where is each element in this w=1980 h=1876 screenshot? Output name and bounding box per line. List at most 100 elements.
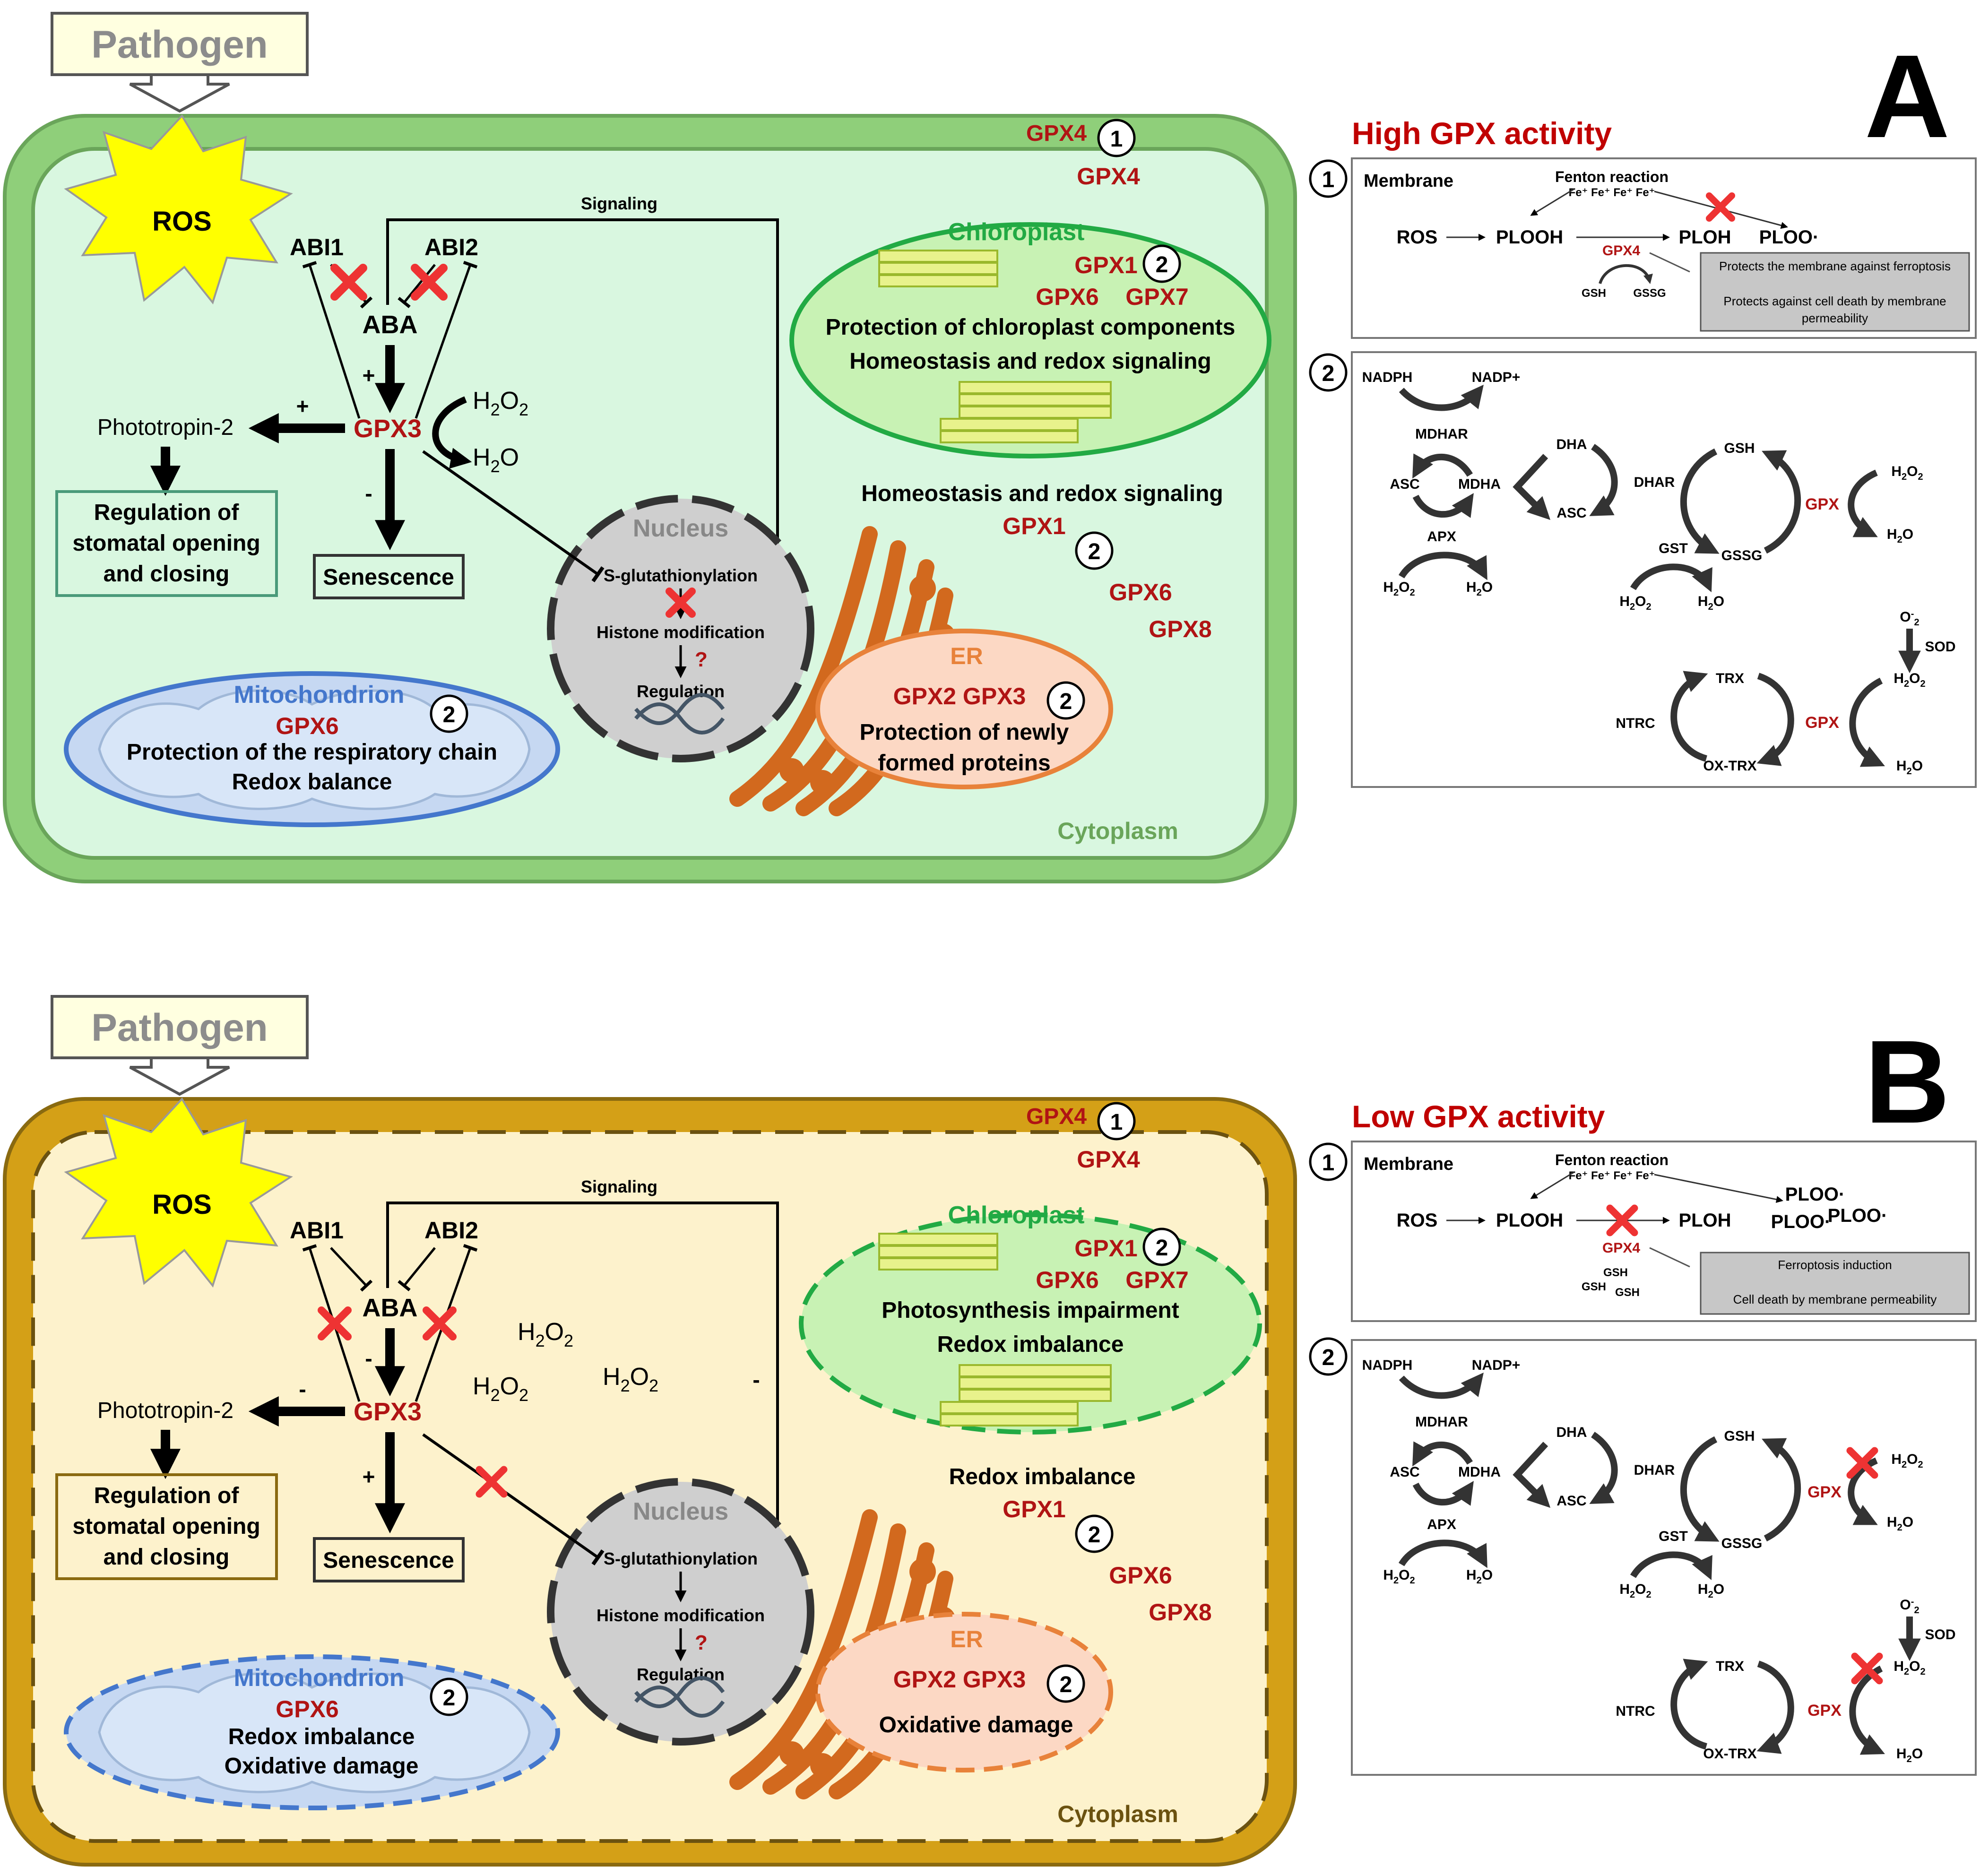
gpx4-box-pointer-b [1649, 1247, 1690, 1268]
circle-2-b-label: 2 [1322, 1345, 1335, 1370]
cycle-nadp: NADP+ [1472, 370, 1521, 385]
ploo-label-a: PLOO· [1759, 227, 1819, 248]
cycle-gst: GST [1659, 541, 1688, 556]
gsh-gssg-arrow-a [1599, 264, 1653, 285]
cycle-nadp: NADP+ [1472, 1357, 1521, 1373]
circle-2-a-label: 2 [1060, 689, 1072, 714]
cycle-h2o2: H2O2 [1383, 1567, 1415, 1586]
cross-icon [411, 264, 448, 301]
circle-2-a-label: 2 [1088, 539, 1101, 564]
cycle-arrow [1513, 1442, 1551, 1508]
cytoplasm-label-a: Cytoplasm [1057, 818, 1178, 844]
circle-2-b [1075, 1514, 1114, 1553]
stomata-box-b [55, 1473, 278, 1580]
senescence-box-a [313, 554, 465, 599]
h2o2-label-a: H2O2 [473, 387, 528, 419]
cycle-trx: TRX [1716, 1659, 1744, 1674]
circle-1-a-label: 1 [1110, 127, 1123, 152]
cycle-apx: APX [1427, 1517, 1456, 1532]
abi1-label-a: ABI1 [290, 234, 344, 260]
cycle-arrow [1849, 1665, 1885, 1755]
question-a: ? [695, 648, 708, 671]
er-line-a: Protection of newly [860, 720, 1069, 745]
golgi-vesicles-b [779, 1558, 955, 1778]
chloro-gpx7-a: GPX7 [1125, 284, 1188, 310]
chloro-gpx1-b: GPX1 [1074, 1235, 1137, 1262]
h2o-label-a: H2O [473, 444, 519, 476]
ros-label-b: ROS [152, 1189, 212, 1220]
cyto-gpx8-a: GPX8 [1149, 616, 1211, 642]
cycle-arrow [1589, 444, 1618, 516]
gsh-label-b: GSH [1603, 1266, 1628, 1279]
dna-icon [634, 1676, 725, 1718]
cyto-gpx6-b: GPX6 [1109, 1562, 1172, 1589]
circle-2-a [430, 694, 468, 733]
mito-gpx-a: GPX6 [276, 713, 338, 739]
circle-1-a-label: 1 [1322, 167, 1335, 192]
cycle-h2o2: H2O2 [1891, 464, 1923, 482]
abi2-label-a: ABI2 [424, 234, 478, 260]
cycle-dhar: DHAR [1634, 1462, 1675, 1478]
cycle-arrow [1762, 1438, 1801, 1542]
cycle-arrow [1398, 1539, 1487, 1568]
cycle-gssg: GSSG [1721, 1536, 1763, 1551]
membrane-label-a: Membrane [1364, 171, 1453, 191]
gssg-label-a: GSSG [1633, 287, 1666, 300]
cycle-arrow [1680, 448, 1720, 554]
cycle-nadph: NADPH [1362, 1357, 1413, 1373]
cycle-mdhar: MDHAR [1415, 1414, 1468, 1430]
circle-1-b [1097, 1102, 1136, 1141]
abi1-label-b: ABI1 [290, 1217, 344, 1244]
effect-line-b: Ferroptosis induction [1778, 1258, 1892, 1272]
cycle-h2o2: H2O2 [1894, 1659, 1925, 1677]
mito-cristae-a [98, 689, 531, 810]
gsh-label-b: GSH [1582, 1280, 1606, 1293]
phototropin-label-b: Phototropin-2 [97, 1398, 233, 1423]
ploo-label-b: PLOO· [1771, 1211, 1831, 1232]
circle-1-b-label: 1 [1322, 1150, 1335, 1176]
cycle-gpx: GPX [1805, 714, 1839, 732]
cyto-gpx8-b: GPX8 [1149, 1599, 1211, 1625]
cross-icon [423, 1306, 457, 1340]
ploo-label-b: PLOO· [1828, 1205, 1888, 1226]
senescence-box-b [313, 1537, 465, 1582]
cycle-dha: DHA [1556, 1425, 1587, 1440]
er-line-b: Oxidative damage [879, 1712, 1073, 1738]
right-heading-b: Low GPX activity [1352, 1099, 1605, 1134]
signaling-label-a: Signaling [581, 194, 657, 213]
aba-label-b: ABA [363, 1294, 418, 1322]
chloro-line-a: Protection of chloroplast components [826, 315, 1236, 340]
effect-box-b [1700, 1252, 1970, 1315]
plooh-label-b: PLOOH [1496, 1210, 1563, 1231]
chloro-line-a: Homeostasis and redox signaling [849, 349, 1211, 374]
histone-label-b: Histone modification [597, 1606, 765, 1625]
stomata-line-a: Regulation of [94, 500, 240, 525]
cycle-arrow [1630, 563, 1712, 592]
mito-title-a: Mitochondrion [233, 681, 404, 709]
senescence-label-b: Senescence [323, 1548, 454, 1573]
fenton-arrow-left-a [1530, 188, 1574, 216]
sen-sign-b: + [363, 1464, 375, 1489]
panel-letter-b: B [1865, 1016, 1950, 1148]
circle-2-b [1046, 1664, 1085, 1703]
cyto-title-a: Homeostasis and redox signaling [861, 481, 1223, 506]
thylakoid-stack-b [878, 1233, 1112, 1426]
cycle-h2o2: H2O2 [1383, 579, 1415, 598]
ros-right-a: ROS [1397, 227, 1438, 248]
fenton-label-b: Fenton reaction [1555, 1151, 1669, 1168]
effect-line-a: permeability [1802, 311, 1868, 325]
circle-2-a-label: 2 [1322, 361, 1335, 386]
chloro-title-b: Chloroplast [948, 1202, 1085, 1229]
pathogen-label-b: Pathogen [91, 1006, 268, 1049]
membrane-gpx4-inner-b: GPX4 [1077, 1146, 1140, 1173]
ros-burst-b [64, 1097, 293, 1288]
cycle-arrow [1680, 1436, 1720, 1542]
circle-1-b [1309, 1142, 1348, 1181]
circle-2-a-label: 2 [443, 702, 456, 727]
pathogen-arrow-b [129, 1056, 230, 1096]
aba-sign-b: - [365, 1346, 372, 1371]
circle-2-a [1075, 531, 1114, 570]
chloro-line-b: Photosynthesis impairment [882, 1298, 1179, 1323]
fenton-arrow-left-b [1530, 1171, 1574, 1199]
